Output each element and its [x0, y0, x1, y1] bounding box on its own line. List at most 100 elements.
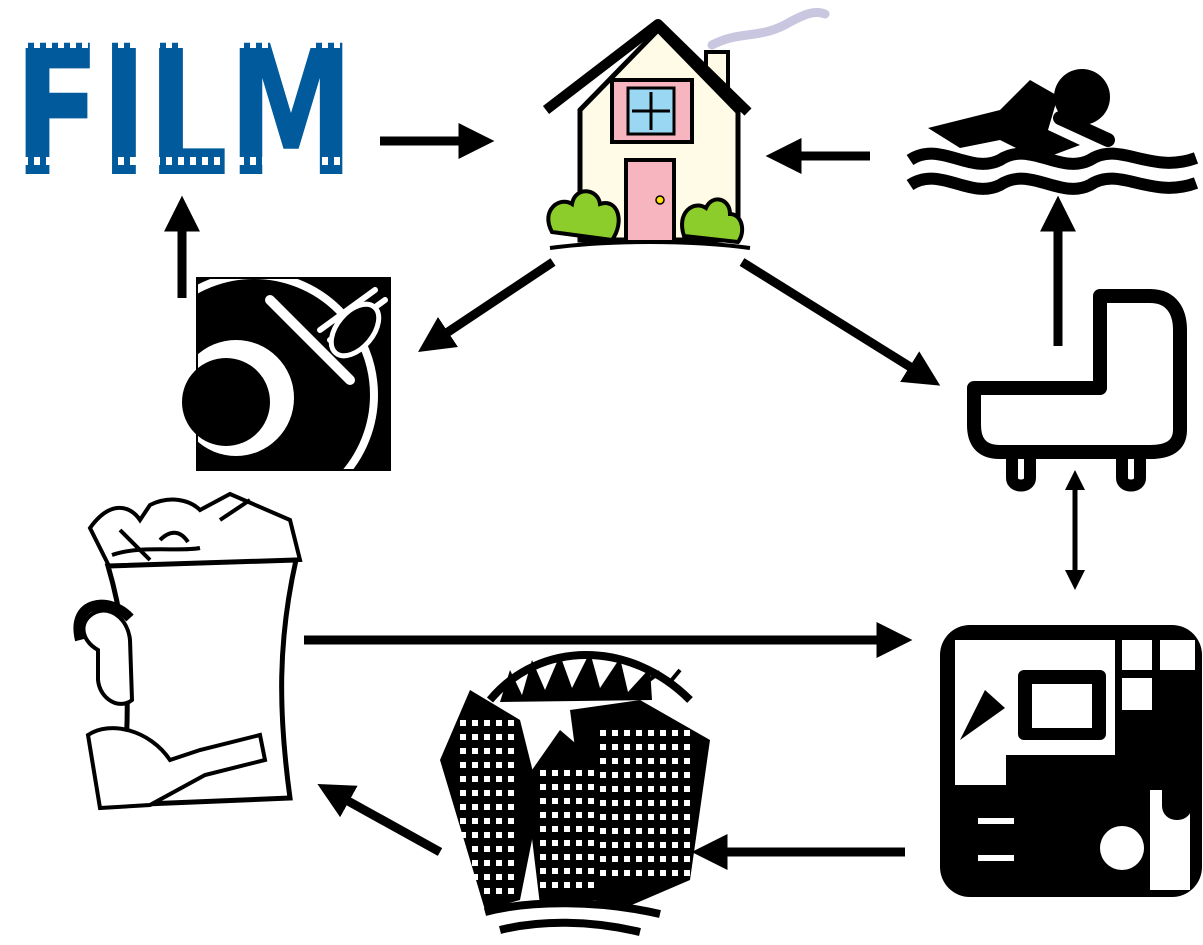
sprocket-hole	[238, 157, 244, 165]
sprocket-hole	[58, 157, 64, 165]
building-window	[636, 842, 642, 848]
building-window	[588, 826, 594, 832]
sprocket-hole	[178, 157, 184, 165]
building-window	[660, 772, 666, 778]
building-window	[540, 770, 546, 776]
building-window	[472, 846, 478, 852]
building-window	[576, 812, 582, 818]
building-window	[636, 828, 642, 834]
building-window	[576, 826, 582, 832]
building-window	[672, 800, 678, 806]
building-window	[588, 840, 594, 846]
sprocket-hole	[34, 40, 40, 48]
building-window	[588, 784, 594, 790]
building-window	[472, 888, 478, 894]
building-window	[600, 744, 606, 750]
building-window	[496, 860, 502, 866]
sprocket-hole	[274, 157, 280, 165]
building-window	[552, 798, 558, 804]
building-window	[496, 720, 502, 726]
sprocket-hole	[94, 40, 100, 48]
building-window	[484, 790, 490, 796]
building-window	[624, 758, 630, 764]
building-window	[460, 748, 466, 754]
building-window	[484, 762, 490, 768]
building-window	[636, 870, 642, 876]
plate-and-cutlery-icon	[130, 271, 391, 519]
office-node	[940, 625, 1202, 897]
building-window	[684, 828, 690, 834]
building-window	[472, 734, 478, 740]
building-window	[460, 804, 466, 810]
building-window	[660, 786, 666, 792]
building-window	[612, 842, 618, 848]
sprocket-hole	[334, 40, 340, 48]
bush-right	[680, 197, 745, 245]
building-window	[496, 874, 502, 880]
building-window	[588, 868, 594, 874]
building-window	[624, 744, 630, 750]
sprocket-hole	[190, 157, 196, 165]
building-window	[496, 804, 502, 810]
building-window	[672, 870, 678, 876]
building-window	[624, 828, 630, 834]
building-window	[564, 882, 570, 888]
arrow-city-to-shopping	[317, 784, 443, 856]
building-window	[672, 744, 678, 750]
city-skyline-icon	[440, 651, 710, 936]
sprocket-hole	[334, 157, 340, 165]
sprocket-hole	[346, 157, 352, 165]
sprocket-hole	[226, 40, 232, 48]
building-window	[472, 818, 478, 824]
building-window	[648, 870, 654, 876]
building-left	[440, 690, 540, 910]
building-window	[684, 870, 690, 876]
sprocket-hole	[130, 40, 136, 48]
grocery-bag-icon	[73, 491, 303, 811]
building-window	[612, 758, 618, 764]
building-window	[508, 720, 514, 726]
building-window	[552, 868, 558, 874]
sprocket-hole	[106, 157, 112, 165]
airplane	[634, 668, 682, 692]
building-window	[508, 790, 514, 796]
sprocket-hole	[346, 40, 352, 48]
film-sprocket-holes	[22, 40, 352, 165]
building-window	[648, 730, 654, 736]
knife	[265, 295, 355, 385]
building-window	[460, 734, 466, 740]
sprocket-hole	[82, 40, 88, 48]
city-node	[440, 651, 710, 936]
building-window	[552, 826, 558, 832]
building-window	[508, 748, 514, 754]
building-window	[460, 888, 466, 894]
building-window	[588, 798, 594, 804]
shopper-hair	[73, 599, 134, 642]
building-window	[460, 860, 466, 866]
building-window	[472, 804, 478, 810]
building-window	[552, 854, 558, 860]
building-window	[564, 770, 570, 776]
building-window	[508, 818, 514, 824]
building-window	[460, 762, 466, 768]
sprocket-hole	[22, 40, 28, 48]
sprocket-hole	[262, 157, 268, 165]
shopper-arm	[85, 726, 268, 811]
building-window	[624, 842, 630, 848]
building-window	[600, 842, 606, 848]
building-window	[508, 734, 514, 740]
sprocket-hole	[214, 157, 220, 165]
sprocket-hole	[70, 40, 76, 48]
building-window	[684, 744, 690, 750]
building-window	[552, 840, 558, 846]
building-window	[540, 784, 546, 790]
building-window	[612, 870, 618, 876]
building-window	[612, 772, 618, 778]
sprocket-hole	[94, 157, 100, 165]
connectors	[164, 123, 1085, 870]
building-window	[624, 814, 630, 820]
building-window	[508, 762, 514, 768]
building-window	[612, 744, 618, 750]
building-window	[624, 800, 630, 806]
